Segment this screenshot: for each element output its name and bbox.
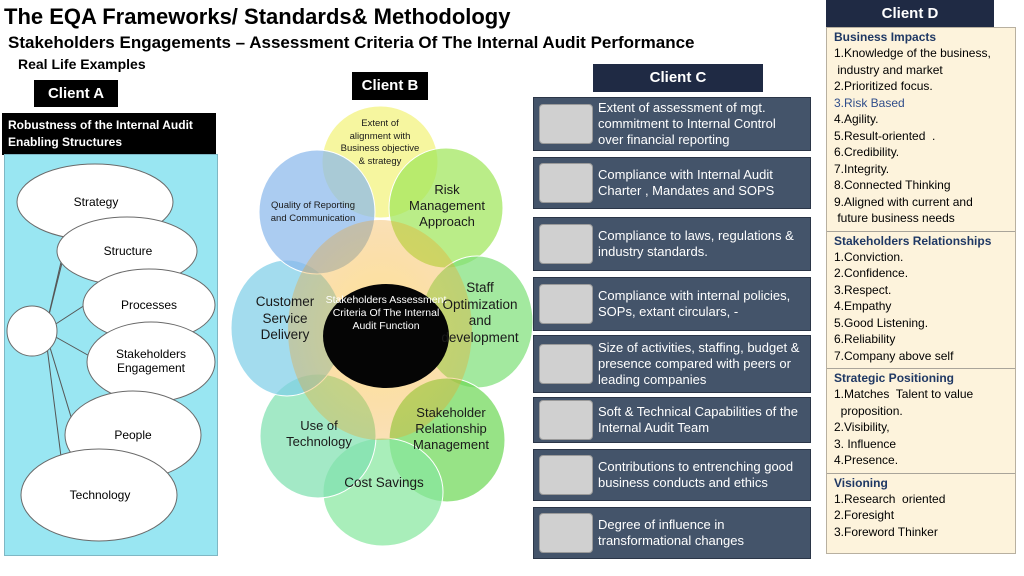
client-d-section: Strategic Positioning 1.Matches Talent to…	[827, 369, 1015, 474]
client-d-item: 3. Influence	[834, 436, 897, 451]
placeholder-square	[539, 344, 593, 384]
placeholder-square	[539, 163, 593, 203]
client-b-petal-label: Risk Management Approach	[409, 182, 485, 229]
client-c-item: Degree of influence in transformational …	[533, 507, 811, 559]
client-d-item: future business needs	[834, 211, 955, 225]
client-d-item: 6.Reliability	[834, 332, 896, 346]
hub-node	[6, 305, 58, 357]
client-a-item: Structure	[103, 244, 153, 258]
page-subtitle: Stakeholders Engagements – Assessment Cr…	[8, 33, 695, 52]
client-d-item: 2.Foresight	[834, 508, 895, 522]
client-a-diagram	[6, 163, 216, 542]
client-c-item: Compliance with internal policies, SOPs,…	[533, 277, 811, 331]
client-a-item: Stakeholders Engagement	[115, 347, 187, 375]
client-c-item: Compliance with Internal Audit Charter ,…	[533, 157, 811, 209]
client-c-item: Compliance to laws, regulations & indust…	[533, 217, 811, 271]
page-subsubtitle: Real Life Examples	[18, 56, 146, 72]
client-d-item: 2.Confidence.	[834, 266, 909, 280]
client-b-petal-label: Extent of alignment with Business object…	[340, 118, 420, 167]
client-d-section-heading: Stakeholders Relationships	[834, 233, 992, 248]
client-d-item: industry and market	[834, 62, 943, 77]
client-a-item: Strategy	[73, 195, 119, 209]
client-d-item: 3.Risk Based	[834, 95, 905, 110]
client-a-item: Processes	[120, 298, 178, 312]
client-d-item: 4.Empathy	[834, 299, 892, 313]
client-d-item: 4.Agility.	[834, 112, 879, 126]
client-d-item: 9.Aligned with current and	[834, 194, 973, 209]
client-d-item: 7.Integrity.	[834, 161, 890, 176]
client-d-item: proposition.	[834, 403, 903, 418]
placeholder-square	[539, 455, 593, 495]
client-b-petal-label: Use of Technology	[286, 418, 352, 449]
client-c-item: Soft & Technical Capabilities of the Int…	[533, 397, 811, 443]
client-b-petal-label: Staff Optimization and development	[441, 280, 519, 345]
client-d-item: 5.Good Listening.	[834, 315, 929, 330]
client-d-item: 5.Result-oriented .	[834, 128, 936, 143]
client-d-panel: Business Impacts 1.Knowledge of the busin…	[826, 27, 1016, 554]
client-d-section-heading: Strategic Positioning	[834, 371, 955, 385]
placeholder-square	[539, 513, 593, 553]
client-a-header: Robustness of the Internal Audit Enablin…	[2, 113, 216, 155]
client-b-petal-label: Quality of Reporting and Communication	[270, 200, 356, 224]
client-d-item: 1.Conviction.	[834, 249, 904, 264]
placeholder-square	[539, 104, 593, 144]
client-d-label: Client D	[826, 0, 994, 27]
client-d-item: 6.Credibility.	[834, 145, 900, 159]
placeholder-square	[539, 400, 593, 440]
client-d-item: 7.Company above self	[834, 348, 954, 363]
client-d-item: 2.Visibility,	[834, 420, 890, 434]
client-b-label: Client B	[352, 72, 428, 100]
client-c-item: Extent of assessment of mgt. commitment …	[533, 97, 811, 151]
client-b-center-label: Stakeholders Assessment Criteria Of The …	[325, 294, 447, 332]
client-a-panel: Strategy Structure Processes Stakeholder…	[4, 154, 218, 556]
client-a-label: Client A	[34, 80, 118, 107]
client-d-item: 8.Connected Thinking	[834, 178, 951, 192]
client-b-petal-label: Customer Service Delivery	[255, 294, 315, 342]
client-c-item: Contributions to entrenching good busine…	[533, 449, 811, 501]
client-b-center	[323, 284, 449, 388]
client-d-section-heading: Business Impacts	[834, 30, 937, 44]
client-d-item: 1.Knowledge of the business,	[834, 46, 991, 60]
technology-node	[20, 448, 178, 542]
client-b-petal-label: Cost Savings	[344, 475, 424, 490]
client-a-item: People	[114, 428, 152, 442]
client-d-item: 3.Foreword Thinker	[834, 524, 938, 539]
client-b-petal-diagram: Stakeholders Assessment Criteria Of The …	[230, 105, 534, 547]
page-title: The EQA Frameworks/ Standards& Methodolo…	[4, 4, 511, 29]
client-d-item: 4.Presence.	[834, 453, 899, 467]
client-d-item: 2.Prioritized focus.	[834, 79, 933, 93]
client-d-section: Business Impacts 1.Knowledge of the busin…	[827, 28, 1015, 232]
client-c-item: Size of activities, staffing, budget & p…	[533, 335, 811, 393]
client-a-item: Technology	[69, 488, 131, 502]
placeholder-square	[539, 224, 593, 264]
client-c-label: Client C	[593, 64, 763, 92]
client-b-petal-label: Stakeholder Relationship Management	[413, 405, 489, 452]
client-d-item: 1.Research oriented	[834, 491, 946, 506]
client-d-section-heading: Visioning	[834, 475, 888, 490]
placeholder-square	[539, 284, 593, 324]
client-d-item: 3.Respect.	[834, 282, 892, 297]
client-d-item: 1.Matches Talent to value	[834, 387, 974, 401]
